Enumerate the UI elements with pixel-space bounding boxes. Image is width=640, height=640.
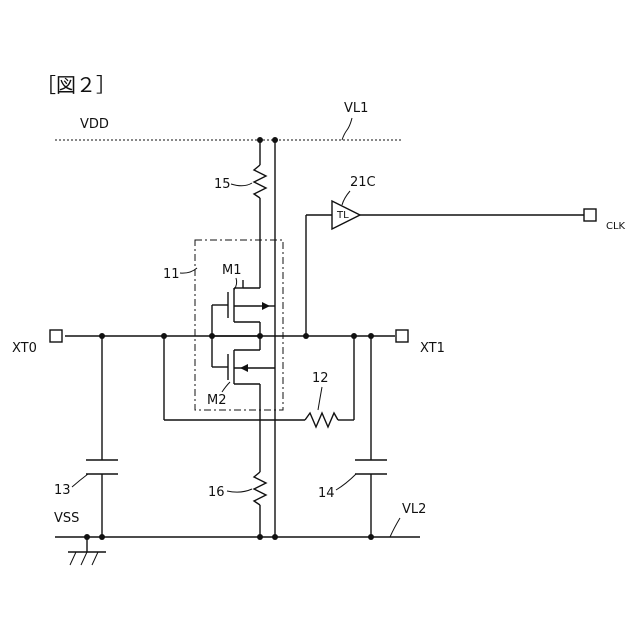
- capacitor-14: [355, 336, 387, 537]
- r12-label: 12: [312, 371, 329, 386]
- vl2-label: VL2: [402, 502, 426, 517]
- r16-label: 16: [208, 485, 225, 500]
- vl1-leader: [342, 118, 352, 140]
- m2-label: M2: [207, 393, 227, 408]
- r15-label: 15: [214, 177, 231, 192]
- xt1-terminal: [396, 330, 408, 342]
- xt0-terminal: [50, 330, 62, 342]
- transistor-m2: [228, 336, 275, 384]
- vdd-label: VDD: [80, 117, 109, 132]
- block-11-label: 11: [163, 267, 180, 282]
- vl1-label: VL1: [344, 101, 368, 116]
- r15-leader: [231, 183, 252, 186]
- c14-label: 14: [318, 486, 335, 501]
- block-11-leader: [180, 268, 197, 273]
- buffer-21c-leader: [342, 191, 350, 205]
- c13-label: 13: [54, 483, 71, 498]
- clk-label: CLK: [606, 221, 626, 232]
- vss-label: VSS: [54, 511, 79, 526]
- vl2-leader: [390, 518, 400, 537]
- m1-label: M1: [222, 263, 242, 278]
- resistor-15: [243, 140, 266, 288]
- r12-leader: [318, 387, 322, 410]
- ground-symbol: [68, 537, 106, 565]
- resistor-16: [254, 384, 266, 537]
- r16-leader: [227, 489, 252, 492]
- buffer-21c-label: 21C: [350, 175, 376, 190]
- figure-title: ［図２］: [36, 73, 116, 97]
- clk-terminal: [584, 209, 596, 221]
- buffer-21c: [306, 201, 584, 336]
- m2-leader: [222, 382, 230, 392]
- buffer-symbol: TL: [336, 210, 349, 221]
- capacitor-13: [86, 336, 118, 537]
- c13-leader: [72, 474, 88, 487]
- xt1-label: XT1: [420, 341, 445, 356]
- c14-leader: [336, 474, 356, 490]
- junction-dots: [84, 137, 374, 540]
- xt0-label: XT0: [12, 341, 37, 356]
